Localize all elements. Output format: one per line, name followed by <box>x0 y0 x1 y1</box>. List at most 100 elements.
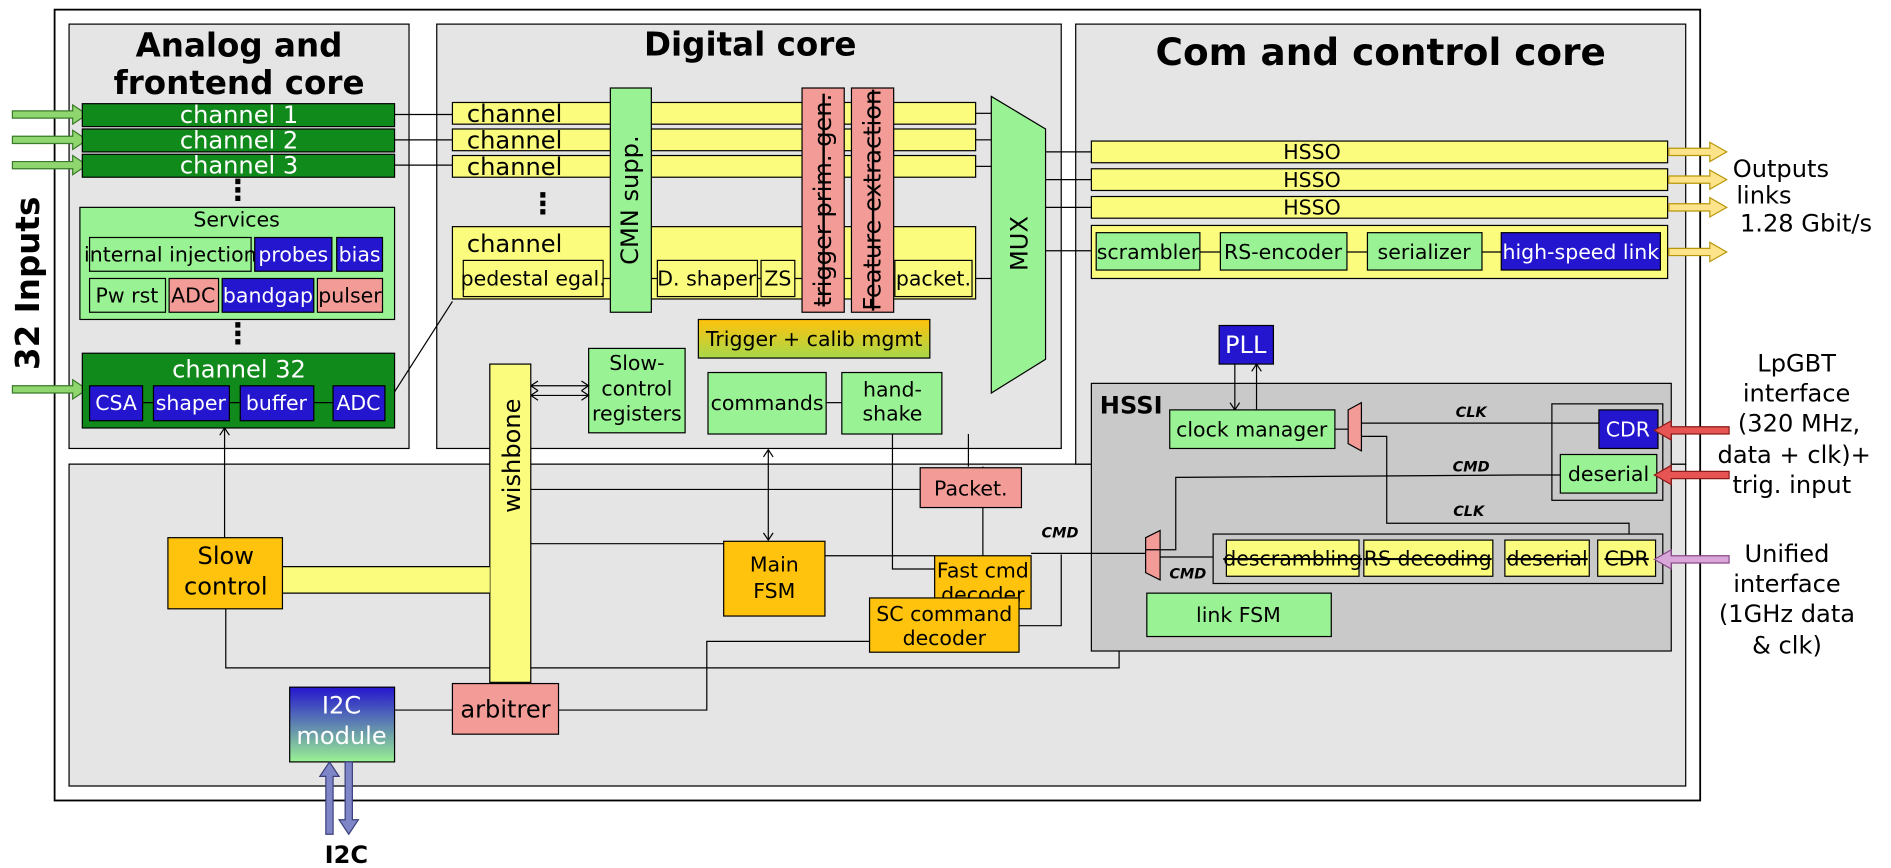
fast-cmd-label-1: Fast cmd <box>937 558 1029 582</box>
svc-pw-rst-label: Pw rst <box>96 284 159 308</box>
hsso-2 <box>1090 168 1669 192</box>
pll-label: PLL <box>1225 331 1267 359</box>
link-fsm-label: link FSM <box>1196 603 1281 627</box>
mux-label: MUX <box>1005 216 1033 271</box>
unified-label-2: interface <box>1733 570 1841 598</box>
cmn-supp-block <box>609 87 652 313</box>
ch32-csa-label: CSA <box>95 391 137 415</box>
analog-title-line1: Analog and <box>136 27 343 65</box>
input-arrow-3 <box>11 154 89 176</box>
ch32-buffer <box>239 385 315 422</box>
svc-adc <box>168 277 220 313</box>
lpgbt-arrows <box>1653 419 1730 486</box>
wishbone-label: wishbone <box>498 398 526 512</box>
output-arrow-3 <box>1668 196 1728 219</box>
rx-cdr <box>1597 539 1657 577</box>
outputs-label-3: 1.28 Gbit/s <box>1740 209 1872 237</box>
output-arrow-2 <box>1668 168 1728 191</box>
lpgbt-label-4: data + clk)+ <box>1718 441 1871 469</box>
deserial-top-label: deserial <box>1568 462 1649 486</box>
i2c-module-label-2: module <box>296 722 386 750</box>
pipe-pedestal-label: pedestal egal. <box>461 267 606 291</box>
tx-scrambler-label: scrambler <box>1097 240 1200 264</box>
feature-extraction-block <box>850 87 895 313</box>
output-arrow-4 <box>1668 241 1728 263</box>
i2c-arrows <box>318 760 360 836</box>
rx-deserial <box>1504 539 1590 577</box>
ch32-csa <box>88 385 144 422</box>
slow-control <box>167 537 284 610</box>
ch32-adc-label: ADC <box>336 391 380 415</box>
svc-bandgap-label: bandgap <box>223 284 313 308</box>
hsso-3 <box>1090 195 1669 219</box>
rx-rs-decoding-label: RS decoding <box>1364 546 1492 570</box>
clock-manager <box>1169 409 1336 450</box>
sig-cmd-bottom: CMD <box>1169 567 1206 583</box>
analog-digital-links <box>394 113 453 393</box>
input-arrow-2 <box>11 129 89 151</box>
svc-pw-rst <box>88 277 167 313</box>
svc-bandgap <box>221 277 315 313</box>
sc-cmd-label-2: decoder <box>903 626 987 650</box>
slow-control-label-2: control <box>184 572 268 600</box>
commands-block <box>707 371 827 435</box>
wishbone-bus <box>489 363 532 683</box>
ch32-buffer-label: buffer <box>246 391 308 415</box>
analog-channel-32-label: channel 32 <box>172 355 306 383</box>
input-arrow-32 <box>11 378 89 401</box>
hssi-wires <box>1145 422 1630 558</box>
pipe-packet-label: packet. <box>896 267 971 291</box>
sig-cmd-top: CMD <box>1453 459 1490 475</box>
cmd-mux <box>1145 529 1161 581</box>
clk-mux-top <box>1347 401 1363 452</box>
trigger-prim-block <box>801 87 845 313</box>
output-arrow-1 <box>1668 141 1728 163</box>
handshake-label-2: shake <box>862 402 922 426</box>
svc-internal-injection <box>88 236 252 272</box>
unified-label-1: Unified <box>1745 540 1830 568</box>
tx-rs-encoder <box>1219 232 1348 271</box>
tx-high-speed-link <box>1500 232 1661 271</box>
services-title: Services <box>193 208 279 232</box>
main-fsm-label-1: Main <box>750 552 799 576</box>
packet-label: Packet. <box>934 476 1008 500</box>
hsso-1-label: HSSO <box>1283 140 1341 164</box>
pipe-zs <box>760 259 796 298</box>
lpgbt-label-3: (320 MHz, <box>1738 410 1860 438</box>
digital-channel-row-1-label: channel <box>467 100 562 128</box>
svc-bias-label: bias <box>339 243 381 267</box>
ch32-shaper <box>152 385 231 422</box>
tx-rs-encoder-label: RS-encoder <box>1224 240 1343 264</box>
unified-label-4: & clk) <box>1752 631 1822 659</box>
tx-serializer-label: serializer <box>1378 240 1472 264</box>
tx-serializer <box>1366 232 1483 271</box>
unified-arrow <box>1653 548 1730 571</box>
svc-probes-label: probes <box>258 243 328 267</box>
outputs-label-2: links <box>1736 182 1791 210</box>
handshake-label-1: hand- <box>863 378 922 402</box>
pll-block <box>1218 324 1275 365</box>
sig-clk-bottom: CLK <box>1453 504 1486 520</box>
analog-dots-2: ⋮ <box>223 317 252 351</box>
scr-label-1: Slow- <box>609 351 664 375</box>
hssi-label: HSSI <box>1100 392 1163 420</box>
svc-bias <box>336 236 384 272</box>
input-arrows <box>11 103 89 401</box>
output-arrows <box>1668 141 1728 263</box>
sc-command-decoder <box>868 597 1020 653</box>
lpgbt-label-5: trig. input <box>1732 471 1851 499</box>
feature-extraction-label: Feature extraction <box>858 90 886 311</box>
rx-rs-decoding <box>1363 539 1494 577</box>
lpgbt-label-2: interface <box>1743 379 1851 407</box>
analog-dots-1: ⋮ <box>223 173 252 207</box>
i2c-label: I2C <box>325 841 368 868</box>
mux <box>990 95 1047 395</box>
pipe-d-shaper <box>656 259 759 298</box>
cdr-top <box>1598 409 1659 450</box>
trigger-calib-label: Trigger + calib mgmt <box>705 327 923 351</box>
rx-deserial-label: deserial <box>1506 546 1587 570</box>
hsso-3-label: HSSO <box>1283 196 1341 220</box>
slow-control-registers <box>588 347 686 434</box>
com-title: Com and control core <box>1156 30 1606 74</box>
